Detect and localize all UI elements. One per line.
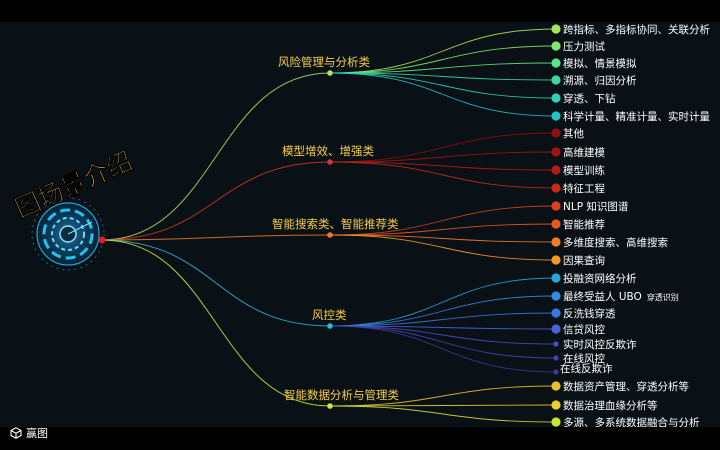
leaf-node-dot[interactable]: [551, 291, 560, 300]
edge-branch-leaf: [330, 326, 556, 372]
leaf-label: 在线反欺诈: [560, 362, 613, 375]
brand-name: 赢图: [26, 425, 48, 441]
edge-root-branch: [102, 240, 330, 326]
leaf-node-dot[interactable]: [551, 41, 560, 50]
leaf-node-dot[interactable]: [551, 93, 560, 102]
leaf-node-dot[interactable]: [551, 324, 560, 333]
cube-logo-icon: [10, 427, 22, 439]
leaf-node-dot[interactable]: [551, 128, 560, 137]
leaf-label: 多源、多系统数据融合与分析: [563, 416, 700, 427]
leaf-label: 智能推荐: [563, 218, 605, 231]
leaf-node-dot[interactable]: [553, 369, 558, 374]
leaf-node-dot[interactable]: [551, 24, 560, 33]
branch-label: 风险管理与分析类: [278, 55, 370, 69]
leaf-node-dot[interactable]: [551, 147, 560, 156]
branch-node-dot[interactable]: [327, 159, 333, 165]
leaf-node-dot[interactable]: [551, 417, 560, 426]
leaf-node-dot[interactable]: [551, 400, 560, 409]
leaf-node-dot[interactable]: [551, 255, 560, 264]
edge-branch-leaf: [330, 296, 556, 326]
leaf-label: 科学计量、精准计量、实时计量: [563, 110, 710, 123]
leaf-label: 其他: [563, 127, 584, 140]
leaf-label: 穿透、下钻: [563, 92, 616, 105]
leaf-label: 溯源、归因分析: [563, 74, 637, 87]
leaf-node-dot[interactable]: [551, 58, 560, 67]
leaf-node-dot[interactable]: [551, 308, 560, 317]
leaf-label: NLP 知识图谱: [563, 200, 629, 213]
brand-logo: 赢图: [10, 424, 70, 442]
branch-label: 智能搜索类、智能推荐类: [272, 217, 399, 231]
leaf-label: 特征工程: [563, 183, 605, 195]
branch-label: 风控类: [312, 308, 347, 322]
root-node-dot[interactable]: [99, 237, 106, 244]
leaf-label: 数据治理血缘分析等: [563, 399, 658, 412]
leaf-label: 信贷风控: [563, 323, 605, 336]
leaf-node-dot[interactable]: [551, 183, 560, 192]
edge-branch-leaf: [330, 326, 556, 358]
leaf-node-dot[interactable]: [551, 273, 560, 282]
leaf-node-dot[interactable]: [553, 355, 558, 360]
branch-node-dot[interactable]: [327, 323, 333, 329]
leaf-node-dot[interactable]: [551, 165, 560, 174]
leaf-note: 穿透识别: [647, 292, 679, 302]
leaf-label: 投融资网络分析: [563, 272, 637, 285]
leaf-node-dot[interactable]: [551, 237, 560, 246]
branch-node-dot[interactable]: [327, 70, 333, 76]
leaf-label: 高维建模: [563, 146, 605, 159]
leaf-label: 因果查询: [563, 254, 605, 267]
leaf-label: 实时风控反欺诈: [563, 338, 637, 351]
edge-branch-leaf: [330, 406, 556, 422]
edge-branch-leaf: [330, 278, 556, 326]
leaf-label: 最终受益人 UBO: [563, 290, 642, 303]
leaf-label: 模型训练: [563, 164, 605, 177]
leaf-node-dot[interactable]: [551, 111, 560, 120]
mindmap-canvas: 图场景介绍 风险管理与分析类跨指标、多指标协同、关联分析压力测试模拟、情景模拟溯…: [0, 22, 720, 427]
leaf-node-dot[interactable]: [551, 219, 560, 228]
leaf-label: 跨指标、多指标协同、关联分析: [563, 23, 710, 36]
leaf-label: 反洗钱穿透: [563, 307, 616, 320]
mindmap-svg: 图场景介绍 风险管理与分析类跨指标、多指标协同、关联分析压力测试模拟、情景模拟溯…: [0, 22, 720, 427]
leaf-node-dot[interactable]: [551, 381, 560, 390]
branch-node-dot[interactable]: [327, 232, 333, 238]
leaf-node-dot[interactable]: [551, 75, 560, 84]
leaf-label: 多维度搜索、高维搜索: [563, 236, 668, 249]
leaf-node-dot[interactable]: [553, 341, 558, 346]
branch-label: 模型增效、增强类: [282, 144, 374, 158]
branch-label: 智能数据分析与管理类: [284, 388, 399, 402]
leaf-label: 模拟、情景模拟: [563, 57, 637, 70]
branch-node-dot[interactable]: [327, 403, 333, 409]
leaf-label: 压力测试: [563, 40, 605, 53]
leaf-label: 数据资产管理、穿透分析等: [563, 380, 689, 393]
leaf-node-dot[interactable]: [551, 201, 560, 210]
